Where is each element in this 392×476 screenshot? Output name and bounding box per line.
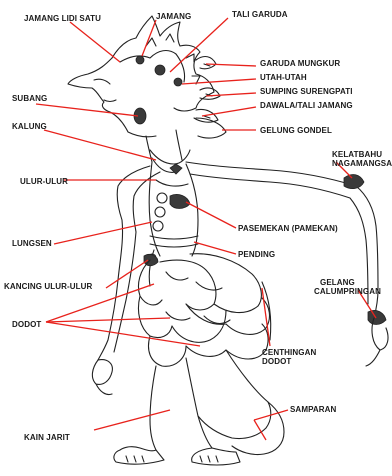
- label-nagamangsa: NAGAMANGSA: [332, 159, 392, 168]
- label-kalung: KALUNG: [12, 122, 47, 131]
- dodot-detail: [166, 272, 230, 323]
- label-garuda-mungkur: GARUDA MUNGKUR: [260, 59, 340, 68]
- ulur-ulur-chain: [156, 180, 188, 186]
- crown-outline: [112, 16, 214, 111]
- mouth: [104, 100, 116, 102]
- label-jamang-lidi-satu: JAMANG LIDI SATU: [24, 14, 101, 23]
- label-jamang: JAMANG: [156, 12, 191, 21]
- leader-pasemekan: [186, 202, 236, 228]
- label-subang: SUBANG: [12, 94, 47, 103]
- ulur-bead: [155, 207, 165, 217]
- pending-belt: [150, 236, 198, 247]
- left-hand: [92, 360, 112, 395]
- leader-dodot-3: [46, 322, 200, 346]
- leader-pending: [194, 242, 236, 254]
- crown-inner: [120, 51, 185, 82]
- ulur-bead: [153, 221, 163, 231]
- leader-lungsen: [54, 222, 152, 244]
- neck: [146, 130, 182, 162]
- leader-kalung: [44, 130, 156, 160]
- toe-lines: [126, 456, 218, 462]
- leader-dodot-2: [46, 318, 170, 322]
- label-utah-utah: UTAH-UTAH: [260, 73, 307, 82]
- leg-front: [198, 402, 271, 439]
- crown-jewel-2: [155, 65, 165, 75]
- label-ulur-ulur: ULUR-ULUR: [20, 177, 68, 186]
- pasemekan-ornament: [170, 194, 190, 208]
- label-tali-garuda: TALI GARUDA: [232, 10, 288, 19]
- label-lungsen: LUNGSEN: [12, 239, 52, 248]
- label-centhingan: CENTHINGAN: [262, 348, 316, 357]
- crown-jewel: [136, 56, 144, 64]
- kelatbahu-armband: [344, 175, 364, 189]
- label-pending: PENDING: [238, 250, 275, 259]
- label-pasemekan: PASEMEKAN (PAMEKAN): [238, 224, 338, 233]
- label-calumpringan: CALUMPRINGAN: [314, 287, 381, 296]
- leader-subang: [36, 104, 138, 116]
- label-sumping-surengpati: SUMPING SURENGPATI: [260, 87, 353, 96]
- leader-kain-jarit: [94, 410, 170, 430]
- label-centhingan-dodot: DODOT: [262, 357, 291, 366]
- label-dawala-tali-jamang: DAWALA/TALI JAMANG: [260, 101, 353, 110]
- label-gelang: GELANG: [320, 278, 355, 287]
- label-kain-jarit: KAIN JARIT: [24, 433, 70, 442]
- leader-utah-utah: [182, 79, 256, 84]
- kalung-necklace: [150, 150, 190, 172]
- label-samparan: SAMPARAN: [290, 405, 337, 414]
- label-kancing-ulur-ulur: KANCING ULUR-ULUR: [4, 282, 92, 291]
- face-profile: [68, 58, 156, 137]
- dodot-cloth: [138, 254, 269, 367]
- garuda-mungkur: [194, 57, 220, 123]
- ulur-bead: [157, 193, 167, 203]
- crown-spikes: [146, 34, 200, 84]
- back-foot: [114, 447, 164, 464]
- leader-kancing: [106, 260, 148, 288]
- kain-jarit: [150, 358, 212, 450]
- leader-jamang-lidi-satu: [70, 22, 120, 62]
- eye: [94, 79, 110, 84]
- wayang-figure: [68, 16, 388, 465]
- leader-sumping: [206, 93, 256, 96]
- right-hand: [366, 318, 388, 366]
- crown-jewel-3: [174, 78, 182, 86]
- label-dodot: DODOT: [12, 320, 41, 329]
- gelang-bracelet: [368, 310, 386, 324]
- label-gelung-gondel: GELUNG GONDEL: [260, 126, 332, 135]
- leader-centhingan: [262, 288, 270, 346]
- label-kelatbahu: KELATBAHU: [332, 150, 382, 159]
